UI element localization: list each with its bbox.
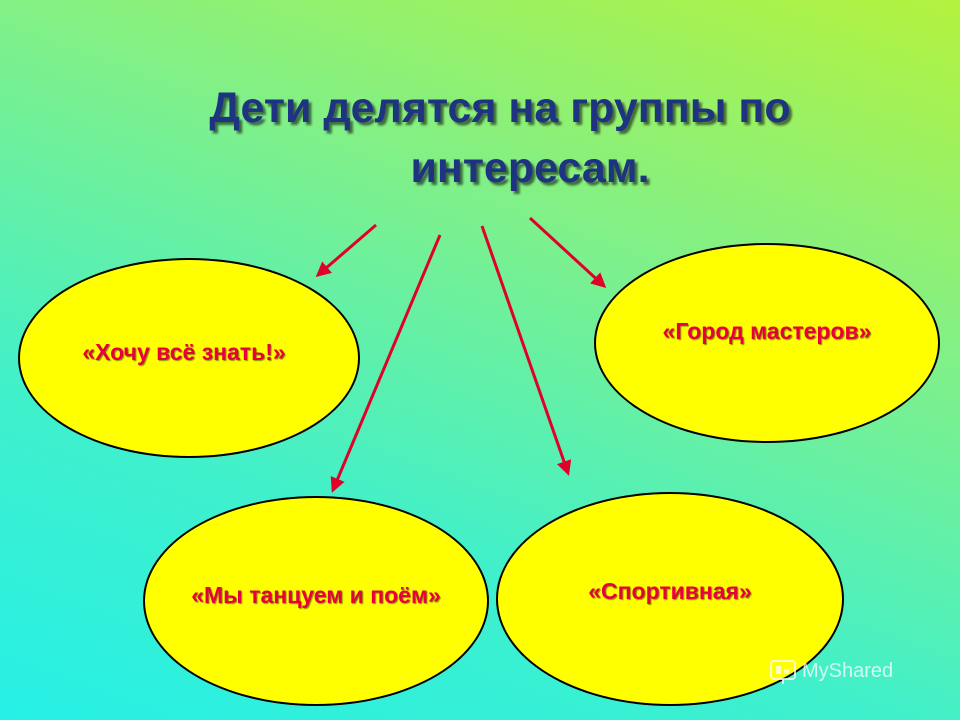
arrow-to-group-4 [480,225,572,476]
watermark-text: MyShared [802,659,894,682]
title-line-1: Дети делятся на группы по [209,84,791,132]
arrow-to-group-3 [330,234,442,493]
myshared-logo-icon [770,660,796,684]
group-ellipse-1: «Хочу всё знать!» [18,258,360,458]
slide-title: Дети делятся на группы по интересам. [120,78,880,198]
title-line-2: интересам. [410,144,650,192]
group-ellipse-3: «Мы танцуем и поём» [143,496,489,706]
group-label-4: «Спортивная» [588,578,752,604]
arrow-to-group-2 [528,216,607,289]
group-label-1: «Хочу всё знать!» [82,339,286,365]
watermark: MyShared [768,656,893,686]
arrow-to-group-1 [315,223,377,277]
group-label-2: «Город мастеров» [662,318,872,344]
group-ellipse-2: «Город мастеров» [594,243,940,443]
group-label-3: «Мы танцуем и поём» [191,582,441,608]
